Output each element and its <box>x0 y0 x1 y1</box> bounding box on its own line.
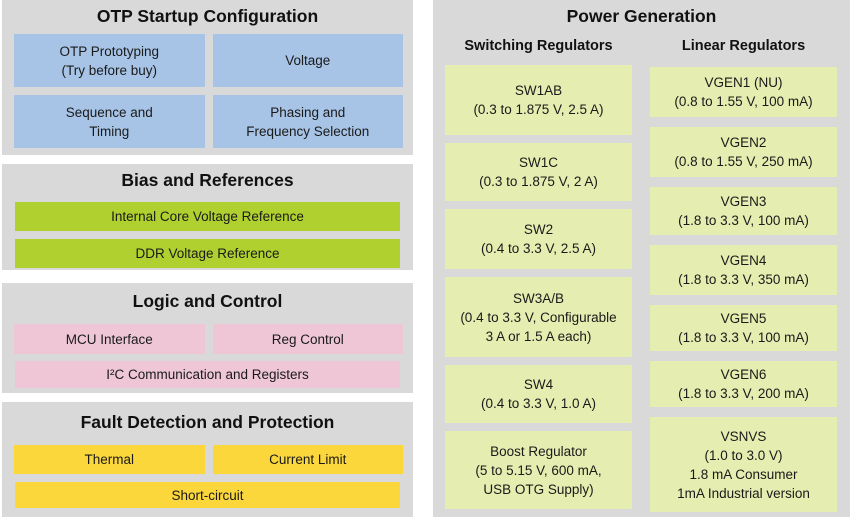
block-i2c-communication-registers: I²C Communication and Registers <box>15 361 400 388</box>
switching-regulators-header: Switching Regulators <box>464 38 613 54</box>
logic-i2c-row: I²C Communication and Registers <box>2 354 413 388</box>
block-sw3ab: SW3A/B (0.4 to 3.3 V, Configurable 3 A o… <box>445 277 632 357</box>
block-vgen2: VGEN2 (0.8 to 1.55 V, 250 mA) <box>650 127 837 177</box>
linear-regulators-column: Linear Regulators VGEN1 (NU) (0.8 to 1.5… <box>650 37 837 512</box>
linear-regulators-header: Linear Regulators <box>681 38 806 54</box>
power-columns: Switching Regulators SW1AB (0.3 to 1.875… <box>433 27 850 512</box>
block-internal-core-voltage-reference: Internal Core Voltage Reference <box>15 202 400 231</box>
block-vgen3: VGEN3 (1.8 to 3.3 V, 100 mA) <box>650 187 837 235</box>
section-otp-startup-configuration: OTP Startup Configuration OTP Prototypin… <box>2 0 413 155</box>
logic-blocks-grid: MCU Interface Reg Control <box>2 312 413 354</box>
otp-blocks-grid: OTP Prototyping (Try before buy) Voltage… <box>2 27 413 148</box>
logic-section-title: Logic and Control <box>132 291 283 311</box>
block-vgen5: VGEN5 (1.8 to 3.3 V, 100 mA) <box>650 305 837 351</box>
block-ddr-voltage-reference: DDR Voltage Reference <box>15 239 400 268</box>
fault-short-circuit-row: Short-circuit <box>2 474 413 508</box>
block-voltage: Voltage <box>212 34 403 87</box>
fault-blocks-grid: Thermal Current Limit <box>2 433 413 474</box>
block-reg-control: Reg Control <box>212 324 403 354</box>
section-fault-detection-protection: Fault Detection and Protection Thermal C… <box>2 402 413 517</box>
block-thermal: Thermal <box>14 445 205 474</box>
block-vgen1: VGEN1 (NU) (0.8 to 1.55 V, 100 mA) <box>650 67 837 117</box>
block-current-limit: Current Limit <box>212 445 403 474</box>
switching-regulators-column: Switching Regulators SW1AB (0.3 to 1.875… <box>445 37 632 512</box>
bias-blocks-stack: Internal Core Voltage Reference DDR Volt… <box>2 191 413 268</box>
bias-section-title: Bias and References <box>121 170 294 190</box>
block-sw1c: SW1C (0.3 to 1.875 V, 2 A) <box>445 143 632 201</box>
block-mcu-interface: MCU Interface <box>14 324 205 354</box>
block-otp-prototyping: OTP Prototyping (Try before buy) <box>14 34 205 87</box>
fault-section-title: Fault Detection and Protection <box>80 412 335 432</box>
block-phasing-frequency-selection: Phasing and Frequency Selection <box>212 95 403 148</box>
block-vsnvs: VSNVS (1.0 to 3.0 V) 1.8 mA Consumer 1mA… <box>650 417 837 512</box>
section-bias-and-references: Bias and References Internal Core Voltag… <box>2 164 413 270</box>
block-sw1ab: SW1AB (0.3 to 1.875 V, 2.5 A) <box>445 65 632 135</box>
block-short-circuit: Short-circuit <box>15 482 400 508</box>
block-sequence-and-timing: Sequence and Timing <box>14 95 205 148</box>
section-power-generation: Power Generation Switching Regulators SW… <box>433 0 850 517</box>
power-section-title: Power Generation <box>566 6 717 26</box>
block-boost-regulator: Boost Regulator (5 to 5.15 V, 600 mA, US… <box>445 431 632 509</box>
block-sw4: SW4 (0.4 to 3.3 V, 1.0 A) <box>445 365 632 423</box>
block-sw2: SW2 (0.4 to 3.3 V, 2.5 A) <box>445 209 632 269</box>
block-vgen4: VGEN4 (1.8 to 3.3 V, 350 mA) <box>650 245 837 295</box>
block-vgen6: VGEN6 (1.8 to 3.3 V, 200 mA) <box>650 361 837 407</box>
section-logic-and-control: Logic and Control MCU Interface Reg Cont… <box>2 283 413 393</box>
otp-section-title: OTP Startup Configuration <box>96 6 319 26</box>
